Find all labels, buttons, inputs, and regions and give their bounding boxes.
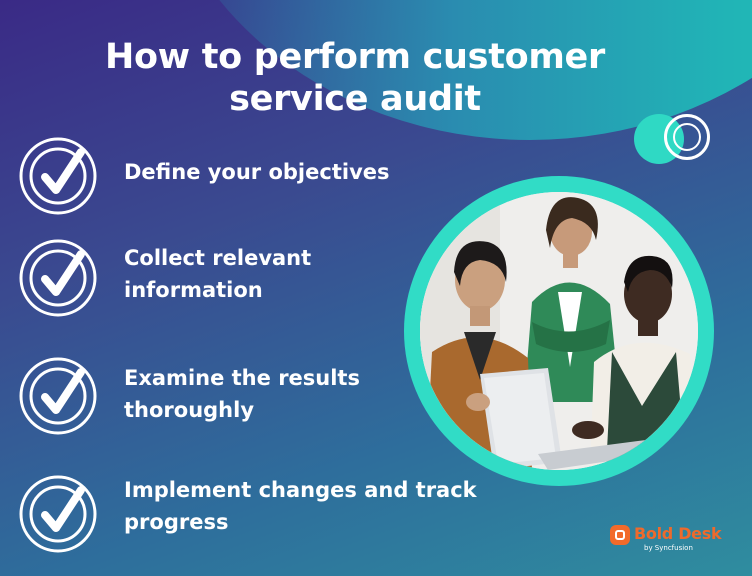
bolddesk-logo-icon <box>610 525 630 545</box>
check-circle-icon <box>19 137 97 215</box>
photo-frame <box>404 176 714 486</box>
bolddesk-logo: Bold Desk by Syncfusion <box>610 522 722 560</box>
step-2: Collect relevant information <box>18 238 518 318</box>
page-title: How to perform customer service audit <box>105 37 605 119</box>
check-circle-icon <box>19 239 97 317</box>
step-4: Implement changes and track progress <box>18 474 518 554</box>
logo-name: Bold Desk <box>634 524 722 543</box>
logo-subtitle: by Syncfusion <box>644 544 693 552</box>
check-circle-icon <box>19 357 97 435</box>
step-label: Examine the results thoroughly <box>124 366 360 422</box>
decorative-ring <box>664 114 710 160</box>
step-label: Collect relevant information <box>124 246 312 302</box>
step-label: Define your objectives <box>124 160 390 184</box>
step-3: Examine the results thoroughly <box>18 356 518 436</box>
step-1: Define your objectives <box>18 136 518 216</box>
step-label: Implement changes and track progress <box>124 478 477 534</box>
check-circle-icon <box>19 475 97 553</box>
team-photo <box>420 192 698 470</box>
